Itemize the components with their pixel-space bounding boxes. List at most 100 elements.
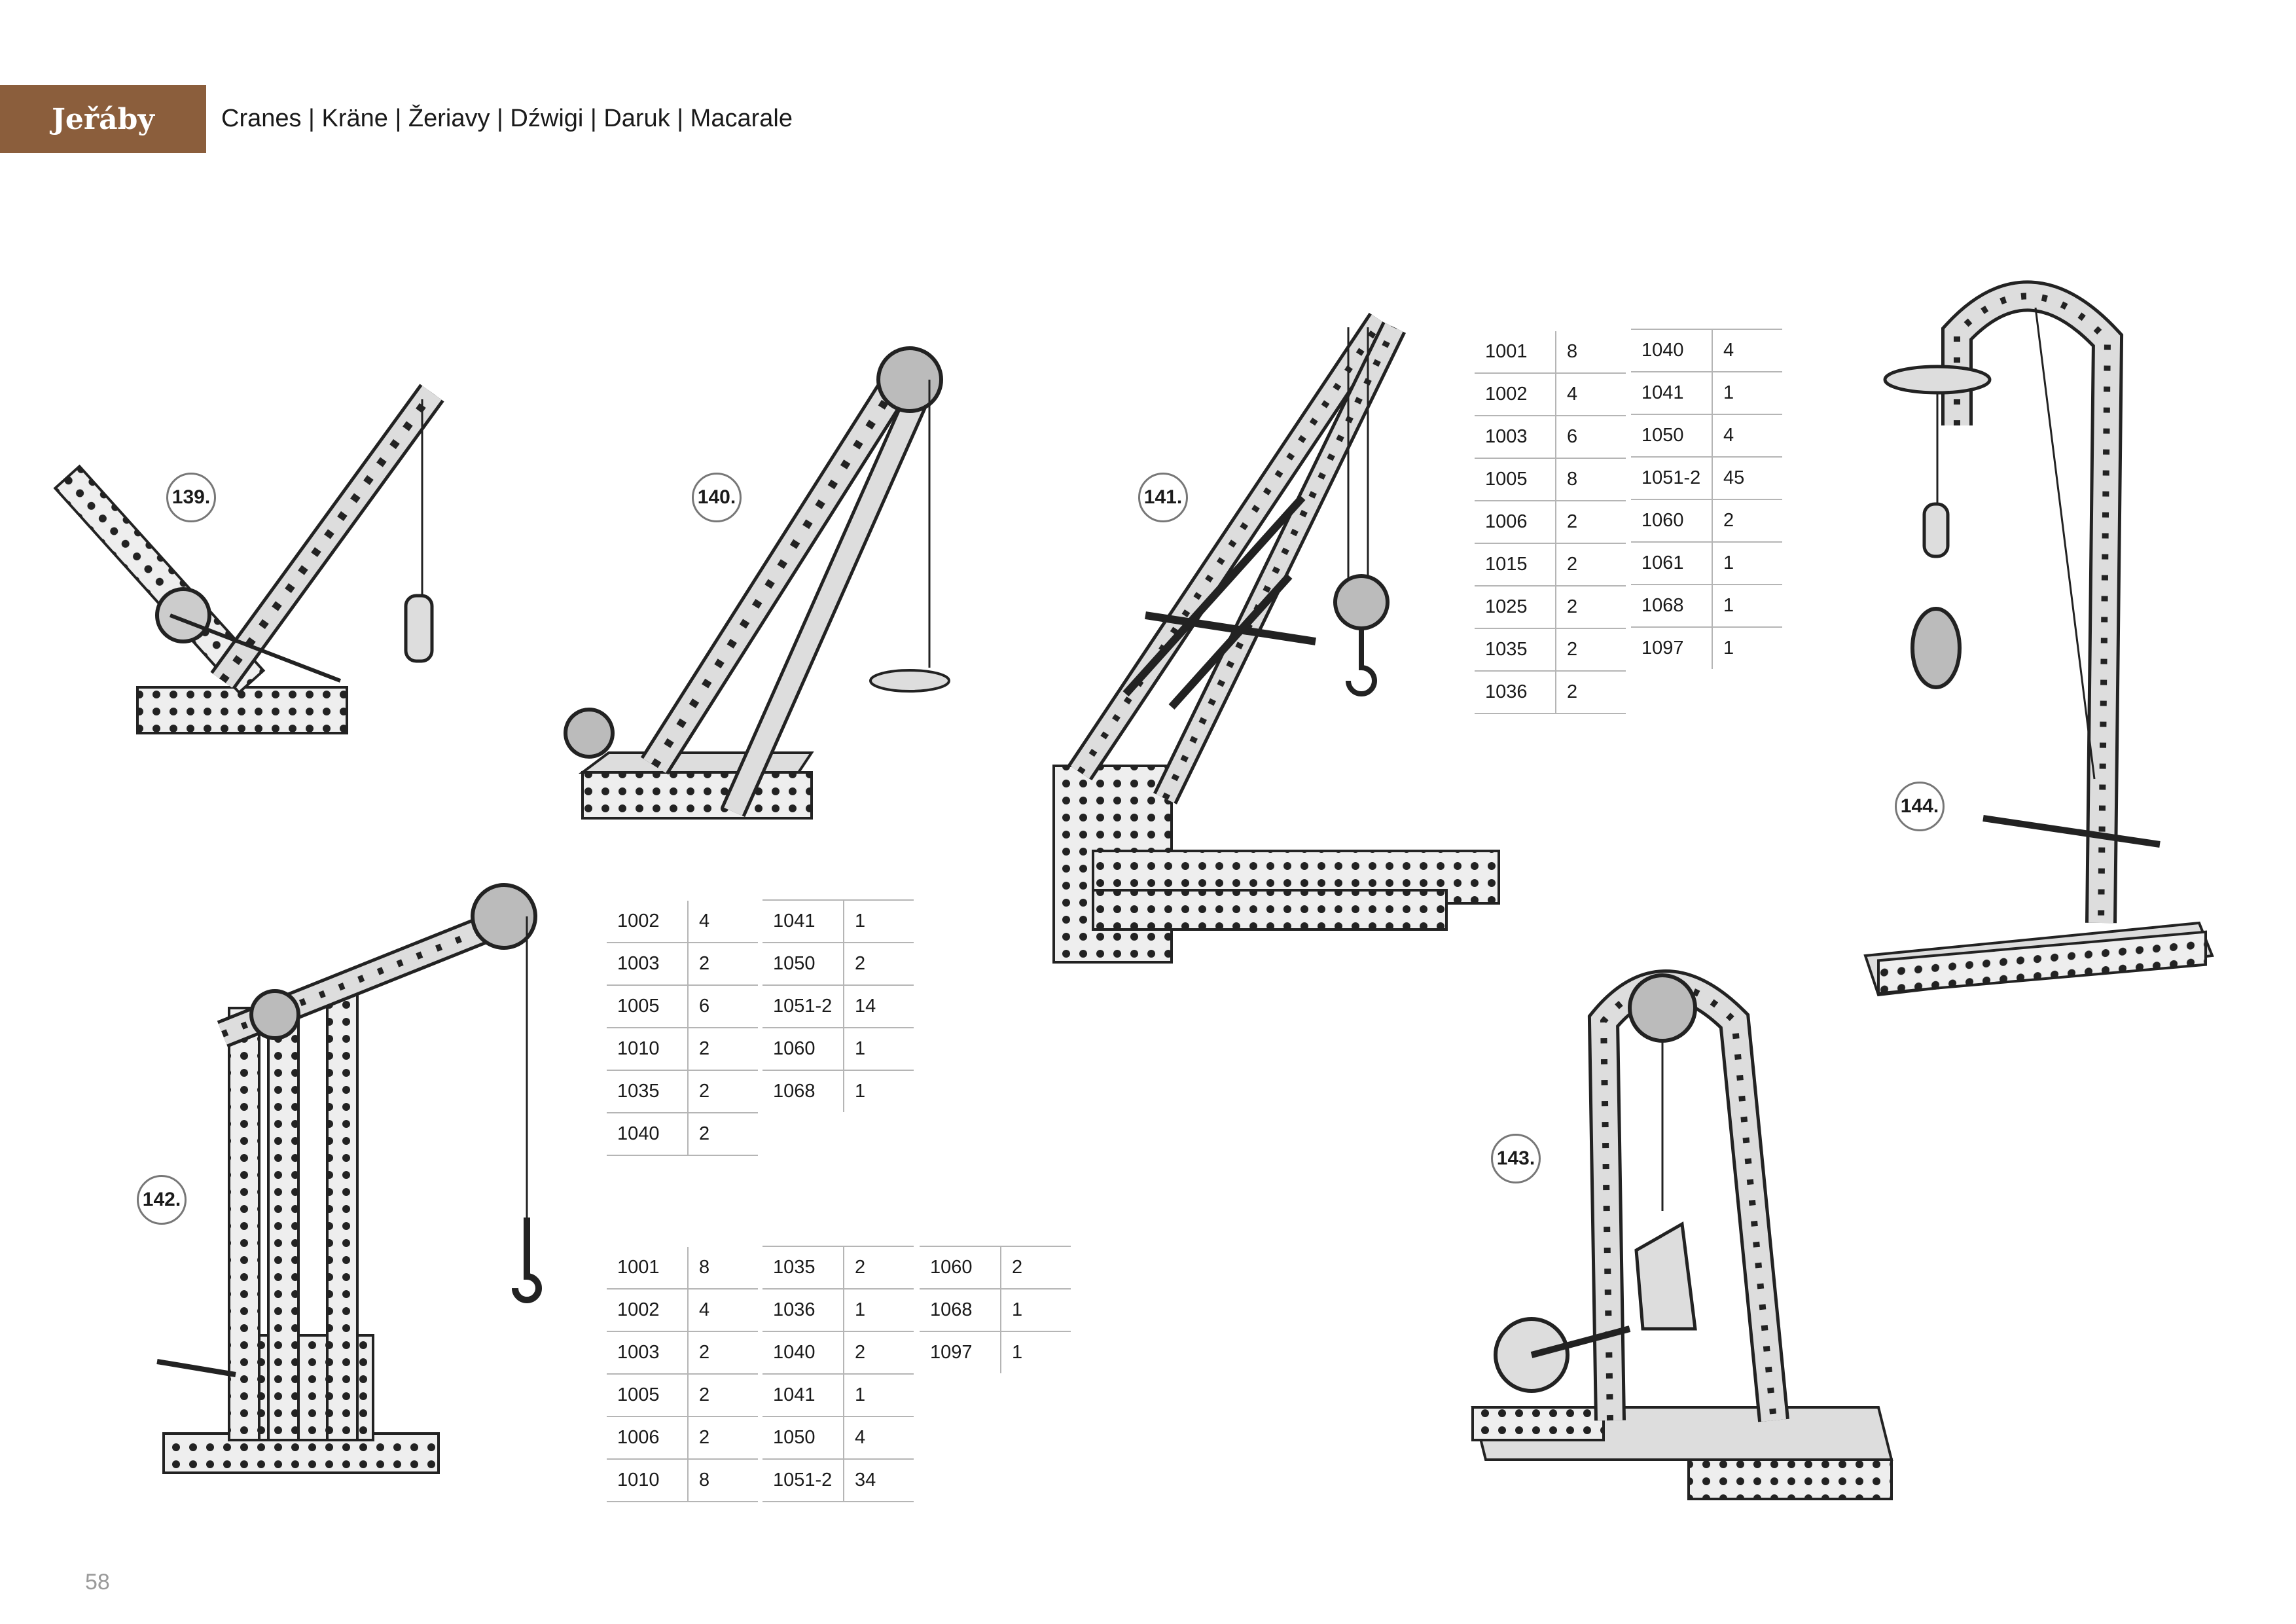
quantity: 4 bbox=[1712, 329, 1782, 372]
part-number: 1005 bbox=[607, 1374, 689, 1417]
model-number-144: 144. bbox=[1895, 782, 1945, 831]
part-number: 1040 bbox=[1631, 329, 1713, 372]
quantity: 2 bbox=[688, 1028, 758, 1071]
quantity: 1 bbox=[844, 1028, 914, 1071]
part-number: 1041 bbox=[762, 1374, 844, 1417]
part-number: 1003 bbox=[607, 1331, 689, 1375]
model-number-140: 140. bbox=[692, 473, 742, 522]
quantity: 2 bbox=[1556, 501, 1626, 544]
crane-139-illustration bbox=[53, 384, 444, 734]
quantity: 1 bbox=[1723, 638, 1734, 659]
quantity: 14 bbox=[844, 985, 914, 1028]
crane-142-illustration bbox=[156, 883, 542, 1474]
quantity: 1 bbox=[1001, 1289, 1071, 1332]
part-number: 1006 bbox=[607, 1416, 689, 1460]
quantity: 8 bbox=[1556, 331, 1626, 374]
page-number: 58 bbox=[85, 1570, 110, 1595]
quantity: 2 bbox=[1556, 586, 1626, 629]
quantity: 6 bbox=[1556, 416, 1626, 459]
part-number: 1051-2 bbox=[762, 1459, 844, 1502]
part-number: 1097 bbox=[920, 1331, 1001, 1373]
part-number: 1002 bbox=[607, 901, 689, 943]
part-number: 1005 bbox=[1475, 458, 1556, 501]
part-number: 1035 bbox=[1475, 628, 1556, 672]
section-title: Jeřáby bbox=[52, 102, 154, 136]
quantity: 4 bbox=[1556, 373, 1626, 416]
quantity: 2 bbox=[1556, 671, 1626, 714]
quantity: 1 bbox=[844, 1374, 914, 1417]
quantity: 8 bbox=[1556, 458, 1626, 501]
part-number: 1015 bbox=[1475, 543, 1556, 586]
part-number: 1050 bbox=[762, 1416, 844, 1460]
part-number: 1050 bbox=[762, 943, 844, 986]
part-number: 1005 bbox=[607, 985, 689, 1028]
part-number: 1060 bbox=[762, 1028, 844, 1071]
crane-143-illustration bbox=[1471, 969, 1893, 1500]
model-number-142: 142. bbox=[137, 1175, 187, 1225]
part-number: 1036 bbox=[1475, 671, 1556, 714]
quantity: 34 bbox=[844, 1459, 914, 1502]
quantity: 1 bbox=[1712, 372, 1782, 415]
part-number: 1068 bbox=[762, 1070, 844, 1112]
part-number: 1002 bbox=[1475, 373, 1556, 416]
quantity: 2 bbox=[688, 1374, 758, 1417]
quantity: 6 bbox=[688, 985, 758, 1028]
quantity: 1 bbox=[844, 1289, 914, 1332]
part-number: 1002 bbox=[607, 1289, 689, 1332]
quantity: 2 bbox=[688, 943, 758, 986]
quantity: 2 bbox=[688, 1070, 758, 1113]
quantity: 2 bbox=[844, 943, 914, 986]
quantity: 2 bbox=[1556, 543, 1626, 586]
part-number: 1050 bbox=[1631, 414, 1713, 458]
quantity: 2 bbox=[1001, 1246, 1071, 1290]
part-number: 1010 bbox=[607, 1459, 689, 1502]
part-number: 1051-2 bbox=[1631, 457, 1713, 500]
quantity: 2 bbox=[844, 1246, 914, 1290]
crane-140-illustration bbox=[564, 346, 950, 820]
part-number: 1035 bbox=[607, 1070, 689, 1113]
quantity: 2 bbox=[688, 1113, 758, 1156]
quantity: 4 bbox=[688, 901, 758, 943]
part-number: 1068 bbox=[920, 1289, 1001, 1332]
model-number-139: 139. bbox=[166, 473, 216, 522]
quantity: 2 bbox=[1556, 628, 1626, 672]
part-number: 1051-2 bbox=[762, 985, 844, 1028]
part-number: 1040 bbox=[607, 1113, 689, 1156]
part-number: 1060 bbox=[1631, 499, 1713, 543]
part-number: 1036 bbox=[762, 1289, 844, 1332]
part-number: 1060 bbox=[920, 1246, 1001, 1290]
